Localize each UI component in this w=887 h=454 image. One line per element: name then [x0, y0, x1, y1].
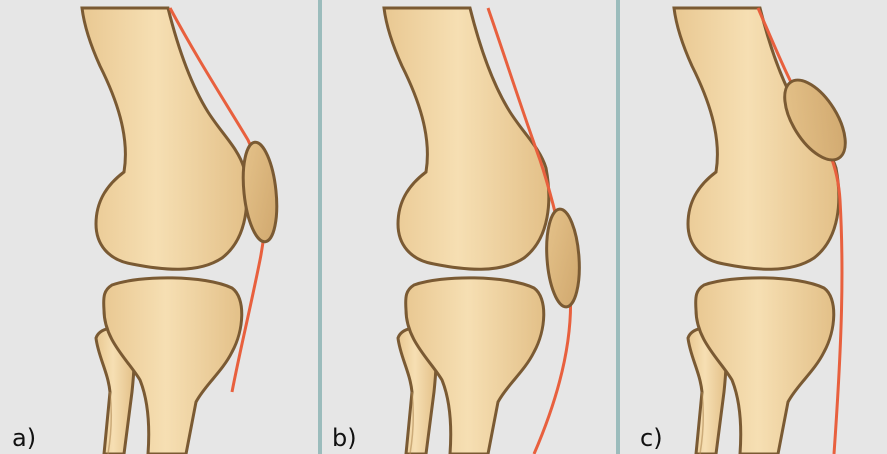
panel-divider-2 — [616, 0, 620, 454]
panel-divider-1 — [318, 0, 322, 454]
panel-c-label: c) — [640, 426, 663, 450]
panel-b-label: b) — [332, 426, 357, 450]
panel-a — [0, 0, 318, 454]
panel-b — [322, 0, 616, 454]
panel-a-label: a) — [12, 426, 36, 450]
panel-c — [620, 0, 887, 454]
